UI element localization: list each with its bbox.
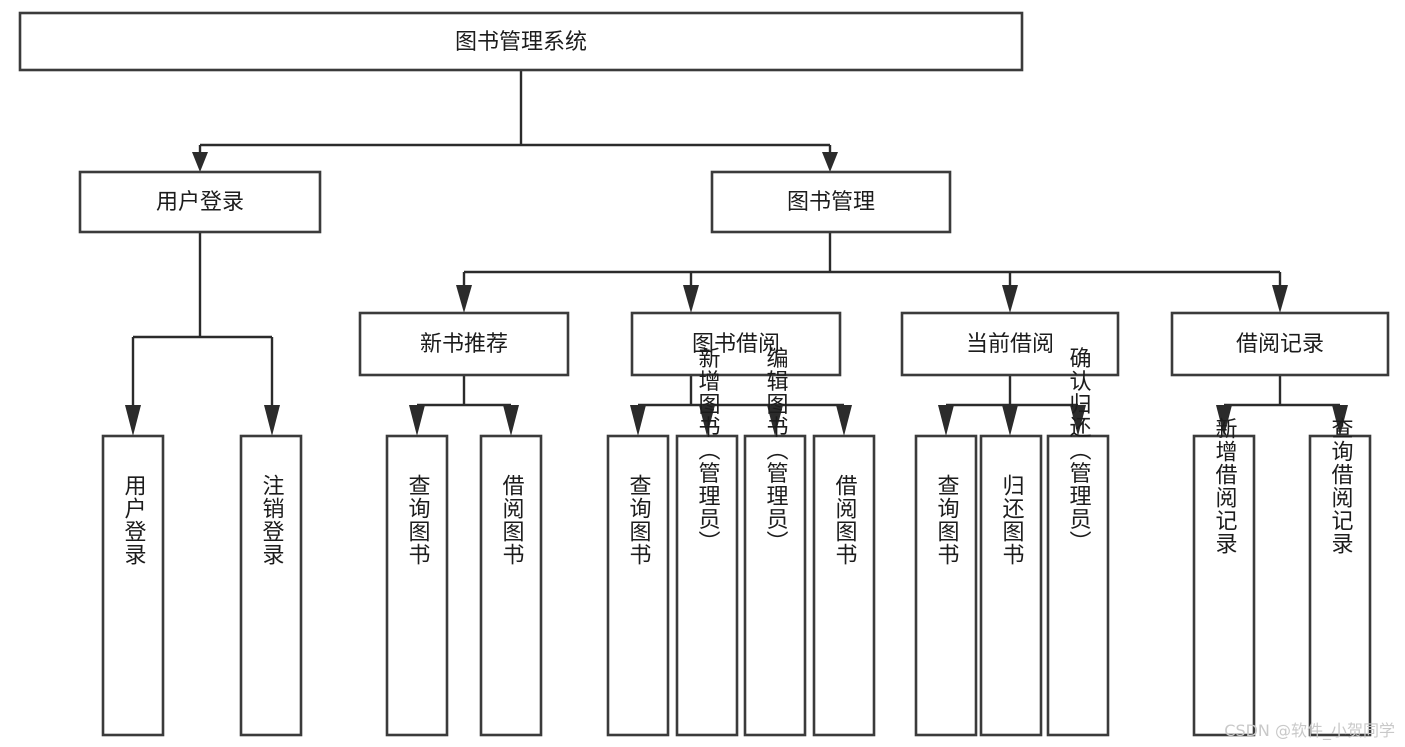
leaf-newbooks-borrow-box[interactable] (479, 434, 543, 737)
leaf-newbooks-borrow-label: 借阅图书 (499, 474, 525, 566)
edges-records-to-leaves (1216, 375, 1348, 436)
node-book-borrow-box[interactable] (630, 311, 842, 377)
leaf-records-query-box[interactable] (1308, 434, 1372, 737)
leaf-node[interactable]: 确认归还（管理员） (1046, 347, 1110, 737)
node-current-borrow[interactable]: 当前借阅 (900, 311, 1120, 377)
leaf-records-add-label: 新增借阅记录 (1212, 417, 1238, 555)
leaf-node[interactable]: 借阅图书 (812, 434, 876, 737)
edges-root-to-level1 (192, 70, 838, 172)
leaf-current-confirm-label: 确认归还（管理员） (1066, 347, 1092, 554)
node-user-login[interactable]: 用户登录 (78, 170, 322, 234)
leaf-logout-box[interactable] (239, 434, 303, 737)
leaf-borrow-add-box[interactable] (675, 434, 739, 737)
leaf-current-query-label: 查询图书 (934, 474, 960, 566)
leaf-user-login-box[interactable] (101, 434, 165, 737)
leaf-current-confirm-box[interactable] (1046, 434, 1110, 737)
node-book-management-label: 图书管理 (787, 190, 875, 215)
leaf-borrow-edit-label: 编辑图书（管理员） (763, 347, 789, 554)
arrow-head-borrow-leaf-3 (767, 405, 783, 436)
arrow-head-current-leaf-2 (1002, 405, 1018, 436)
edges-new-books-to-leaves (409, 375, 519, 436)
leaf-current-return-box[interactable] (979, 434, 1043, 737)
arrow-head-current-leaf-3 (1070, 405, 1086, 436)
node-borrow-records[interactable]: 借阅记录 (1170, 311, 1390, 377)
leaf-current-return-label: 归还图书 (999, 474, 1025, 566)
edges-user-login-to-leaves (125, 232, 280, 436)
node-borrow-records-box[interactable] (1170, 311, 1390, 377)
arrow-head-borrow-records (1272, 285, 1288, 313)
leaf-node[interactable]: 查询图书 (385, 434, 449, 737)
leaf-borrow-edit-box[interactable] (743, 434, 807, 737)
leaf-user-login-label: 用户登录 (121, 474, 147, 566)
leaf-node[interactable]: 查询借阅记录 (1308, 417, 1372, 737)
leaf-borrow-borrow-box[interactable] (812, 434, 876, 737)
arrow-head-user-login (192, 152, 208, 172)
edges-book-mgmt-to-level2 (456, 232, 1288, 313)
leaf-records-add-box[interactable] (1192, 434, 1256, 737)
node-user-login-box[interactable] (78, 170, 322, 234)
leaf-records-query-label: 查询借阅记录 (1328, 417, 1354, 555)
node-book-borrow[interactable]: 图书借阅 (630, 311, 842, 377)
arrow-head-login-leaf-2 (264, 405, 280, 436)
arrow-head-current-borrow (1002, 285, 1018, 313)
leaf-logout-label: 注销登录 (259, 474, 285, 566)
node-new-book-recommend[interactable]: 新书推荐 (358, 311, 570, 377)
edges-book-borrow-to-leaves (630, 375, 852, 436)
arrow-head-borrow-leaf-4 (836, 405, 852, 436)
leaf-borrow-query-box[interactable] (606, 434, 670, 737)
arrow-head-book-mgmt (822, 152, 838, 172)
leaf-node[interactable]: 查询图书 (606, 434, 670, 737)
node-current-borrow-label: 当前借阅 (966, 332, 1054, 357)
leaf-borrow-add-label: 新增图书（管理员） (695, 347, 721, 554)
leaf-node[interactable]: 编辑图书（管理员） (743, 347, 807, 737)
leaf-node[interactable]: 借阅图书 (479, 434, 543, 737)
leaf-newbooks-query-label: 查询图书 (405, 474, 431, 566)
arrow-head-borrow-leaf-2 (699, 405, 715, 436)
leaf-borrow-borrow-label: 借阅图书 (832, 474, 858, 566)
node-current-borrow-box[interactable] (900, 311, 1120, 377)
node-book-management[interactable]: 图书管理 (710, 170, 952, 234)
node-root[interactable]: 图书管理系统 (18, 11, 1024, 72)
arrow-head-records-leaf-2 (1332, 405, 1348, 436)
node-user-login-label: 用户登录 (156, 190, 244, 215)
arrow-head-current-leaf-1 (938, 405, 954, 436)
node-borrow-records-label: 借阅记录 (1236, 332, 1324, 357)
node-new-book-recommend-box[interactable] (358, 311, 570, 377)
leaf-node[interactable]: 新增图书（管理员） (675, 347, 739, 737)
leaf-borrow-query-label: 查询图书 (626, 474, 652, 566)
edges-current-borrow-to-leaves (938, 375, 1086, 436)
leaf-node[interactable]: 归还图书 (979, 434, 1043, 737)
leaf-node[interactable]: 查询图书 (914, 434, 978, 737)
leaf-node[interactable]: 注销登录 (239, 434, 303, 737)
arrow-head-borrow-leaf-1 (630, 405, 646, 436)
arrow-head-book-borrow (683, 285, 699, 313)
leaf-newbooks-query-box[interactable] (385, 434, 449, 737)
leaf-node[interactable]: 新增借阅记录 (1192, 417, 1256, 737)
leaf-current-query-box[interactable] (914, 434, 978, 737)
arrow-head-newbooks-leaf-1 (409, 405, 425, 436)
node-new-book-recommend-label: 新书推荐 (420, 332, 508, 357)
node-book-management-box[interactable] (710, 170, 952, 234)
arrow-head-login-leaf-1 (125, 405, 141, 436)
arrow-head-new-books (456, 285, 472, 313)
arrow-head-records-leaf-1 (1216, 405, 1232, 436)
node-root-label: 图书管理系统 (455, 30, 587, 55)
node-book-borrow-label: 图书借阅 (692, 332, 780, 357)
node-root-box[interactable] (18, 11, 1024, 72)
leaf-node[interactable]: 用户登录 (101, 434, 165, 737)
arrow-head-newbooks-leaf-2 (503, 405, 519, 436)
